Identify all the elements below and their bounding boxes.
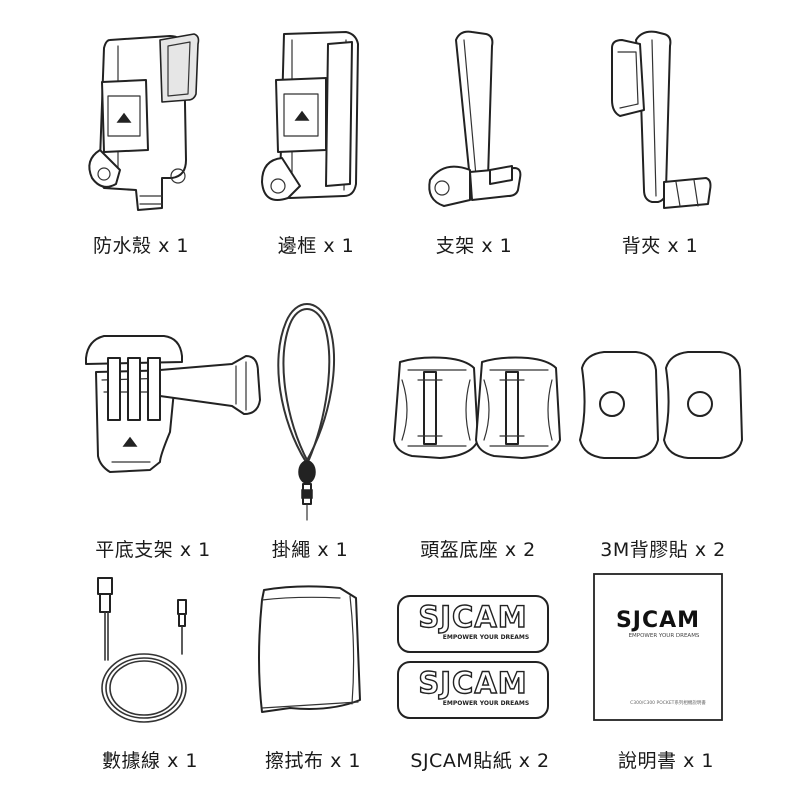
- manual-footer: C300/C300 POCKET系列相機說明書: [630, 701, 706, 706]
- item-label-flat-mount: 平底支架 x 1: [95, 539, 211, 561]
- sticker-2-brand: SJCAM: [418, 665, 528, 700]
- sticker-1-brand: SJCAM: [418, 599, 528, 634]
- item-label-sjcam-sticker: SJCAM貼紙 x 2: [410, 750, 550, 772]
- sticker-1-tagline: EMPOWER YOUR DREAMS: [442, 634, 530, 641]
- item-label-waterproof-case: 防水殼 x 1: [93, 235, 189, 257]
- item-label-manual: 說明書 x 1: [618, 750, 714, 772]
- manual-tagline: EMPOWER YOUR DREAMS: [628, 633, 700, 639]
- manual-brand: SJCAM: [615, 608, 701, 633]
- item-label-adhesive-pad: 3M背膠貼 x 2: [600, 539, 726, 561]
- item-label-lanyard: 掛繩 x 1: [271, 539, 349, 561]
- item-label-frame-case: 邊框 x 1: [277, 235, 355, 257]
- item-label-back-clip: 背夾 x 1: [621, 235, 699, 257]
- item-label-usb-cable: 數據線 x 1: [102, 750, 198, 772]
- item-label-cleaning-cloth: 擦拭布 x 1: [265, 750, 361, 772]
- sticker-2-tagline: EMPOWER YOUR DREAMS: [442, 700, 530, 707]
- item-label-bracket: 支架 x 1: [435, 235, 513, 257]
- item-label-helmet-base: 頭盔底座 x 2: [420, 539, 536, 561]
